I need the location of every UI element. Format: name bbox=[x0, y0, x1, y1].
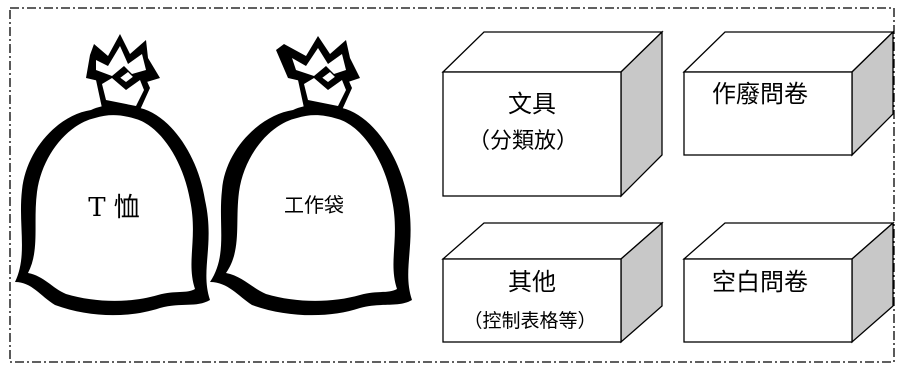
box-blank-front bbox=[683, 258, 853, 343]
box-void-title: 作廢問卷 bbox=[712, 80, 808, 108]
bag-tshirt-label: T 恤 bbox=[88, 193, 140, 223]
bag-tshirt: T 恤 bbox=[15, 34, 210, 316]
bag-workbag-neck-inner bbox=[304, 78, 346, 106]
box-stationery-front bbox=[442, 71, 622, 197]
bag-workbag-crown-inner bbox=[292, 48, 346, 76]
box-stationery-subtitle: （分類放） bbox=[468, 129, 578, 154]
box-void-front bbox=[683, 71, 853, 156]
box-stationery-title: 文具 bbox=[508, 90, 556, 118]
bag-tshirt-crown-inner bbox=[96, 46, 146, 76]
bag-workbag: 工作袋 bbox=[210, 36, 412, 316]
dashed-frame bbox=[9, 7, 895, 363]
box-stationery: 文具 （分類放） bbox=[441, 30, 664, 198]
bag-workbag-label: 工作袋 bbox=[284, 193, 344, 217]
box-others-title: 其他 bbox=[508, 268, 556, 296]
box-void-questionnaires: 作廢問卷 bbox=[682, 30, 895, 157]
box-others: 其他 （控制表格等） bbox=[441, 221, 664, 344]
bag-tshirt-neck-inner bbox=[102, 78, 144, 106]
box-others-subtitle: （控制表格等） bbox=[463, 310, 596, 332]
bag-tshirt-body bbox=[28, 115, 195, 301]
bag-workbag-body bbox=[226, 115, 397, 301]
box-others-front bbox=[442, 258, 622, 343]
box-blank-questionnaires: 空白問卷 bbox=[682, 221, 895, 344]
box-blank-title: 空白問卷 bbox=[712, 268, 808, 296]
